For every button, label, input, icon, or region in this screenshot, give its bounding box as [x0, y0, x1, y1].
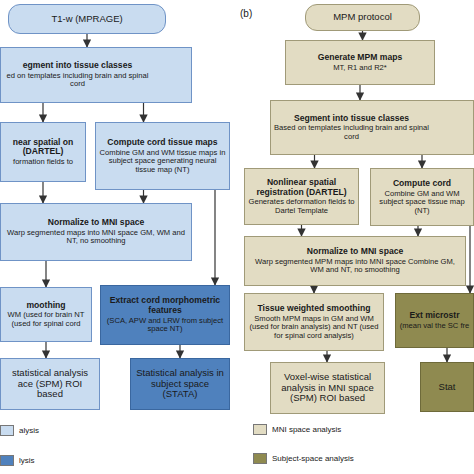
- flow-arrow: [417, 226, 418, 236]
- flow-arrow: [86, 34, 87, 47]
- process-box: Extract cord morphometric features (SCA, …: [100, 285, 230, 345]
- process-box: Nonlinear spatial registration (DARTEL)G…: [244, 168, 359, 225]
- box-text: Warp segmented MPM maps into MNI space C…: [248, 258, 462, 275]
- process-box: Stat: [420, 362, 474, 412]
- legend-swatch: [253, 424, 267, 435]
- box-text: Stat: [439, 382, 456, 393]
- box-heading: egment into tissue classes: [23, 61, 132, 71]
- box-text: Statistical analysis in subject space (S…: [134, 368, 226, 400]
- panel-label: (b): [240, 8, 252, 19]
- process-box: egment into tissue classesed on template…: [0, 47, 192, 103]
- box-text: MPM protocol: [333, 12, 392, 23]
- process-box: near spatial on (DARTEL)formation fields…: [0, 122, 86, 182]
- process-box: Normalize to MNI spaceWarp segmented map…: [0, 203, 192, 261]
- box-heading: Compute cord: [393, 179, 451, 189]
- box-text: Voxel-wise statistical analysis in MNI s…: [274, 372, 381, 404]
- flow-arrow: [179, 345, 180, 358]
- box-heading: Tissue weighted smoothing: [257, 304, 370, 314]
- box-text: Warp segmented maps into MNI space GM, W…: [4, 229, 188, 246]
- legend-row: lysis: [0, 455, 35, 466]
- flow-arrow: [421, 155, 422, 168]
- box-text: Smooth MPM maps in GM and WM (used for b…: [248, 315, 380, 341]
- legend-swatch: [0, 455, 14, 466]
- flow-arrow: [42, 182, 43, 203]
- box-text: formation fields to: [13, 158, 73, 167]
- box-heading: Compute cord tissue maps: [107, 138, 217, 148]
- flow-arrow: [301, 225, 302, 236]
- flow-arrow: [143, 190, 144, 203]
- box-heading: Extract cord morphometric features: [104, 296, 226, 315]
- flow-arrow: [45, 342, 46, 358]
- flow-arrow: [143, 103, 144, 122]
- box-text: T1-w (MPRAGE): [51, 14, 122, 25]
- box-text: (mean val the SC fre: [400, 322, 470, 331]
- process-box: moothingWM (used for brain NT (used for …: [0, 287, 92, 342]
- start-box: MPM protocol: [305, 4, 420, 31]
- process-box: Ext microstr(mean val the SC fre: [395, 293, 474, 348]
- start-box: T1-w (MPRAGE): [8, 4, 166, 34]
- process-box: Compute cord tissue mapsCombine GM and W…: [95, 122, 230, 190]
- legend-row: alysis: [0, 425, 39, 436]
- box-text: MT, R1 and R2*: [333, 64, 387, 73]
- box-text: Combine GM and WM tissue maps in subject…: [99, 149, 226, 175]
- box-heading: near spatial on (DARTEL): [4, 138, 82, 157]
- flow-arrow: [469, 226, 470, 293]
- legend-swatch: [253, 453, 267, 464]
- legend-row: MNI space analysis: [253, 424, 341, 435]
- process-box: Compute cordCombine GM and WM subject sp…: [370, 168, 474, 226]
- flow-arrow: [45, 261, 46, 287]
- process-box: statistical analysis ace (SPM) ROI based: [0, 358, 100, 410]
- box-heading: Normalize to MNI space: [48, 218, 144, 228]
- flow-arrow: [214, 190, 215, 285]
- box-heading: moothing: [26, 301, 65, 311]
- box-text: statistical analysis ace (SPM) ROI based: [4, 368, 96, 400]
- flow-arrow: [359, 85, 360, 100]
- process-box: Segment into tissue classesBased on temp…: [270, 100, 474, 155]
- flow-arrow: [446, 348, 447, 362]
- flow-arrow: [314, 155, 315, 168]
- flow-arrow: [42, 103, 43, 122]
- flow-arrow: [326, 351, 327, 362]
- process-box: Normalize to MNI spaceWarp segmented MPM…: [244, 236, 466, 286]
- flow-arrow: [313, 286, 314, 293]
- legend-text: lysis: [19, 456, 35, 465]
- box-heading: Normalize to MNI space: [307, 247, 403, 257]
- legend-text: MNI space analysis: [272, 425, 341, 434]
- process-box: Tissue weighted smoothingSmooth MPM maps…: [244, 293, 384, 351]
- legend-row: Subject-space analysis: [253, 453, 354, 464]
- legend-text: alysis: [19, 426, 39, 435]
- box-text: WM (used for brain NT (used for spinal c…: [4, 311, 88, 328]
- box-text: Based on templates including brain and s…: [274, 124, 429, 141]
- box-heading: Ext microstr: [409, 311, 459, 321]
- box-text: (SCA, APW and LRW from subject space NT): [104, 317, 226, 334]
- box-heading: Segment into tissue classes: [294, 114, 409, 124]
- box-heading: Generate MPM maps: [318, 53, 403, 63]
- process-box: Statistical analysis in subject space (S…: [130, 358, 230, 410]
- flow-arrow: [362, 31, 363, 40]
- box-text: ed on templates including brain and spin…: [4, 72, 151, 89]
- legend-swatch: [0, 425, 14, 436]
- box-heading: Nonlinear spatial registration (DARTEL): [248, 178, 355, 197]
- legend-text: Subject-space analysis: [272, 454, 354, 463]
- box-text: Generates deformation fields to Dartel T…: [248, 198, 355, 215]
- box-text: Combine GM and WM subject space tissue m…: [374, 190, 470, 216]
- process-box: Voxel-wise statistical analysis in MNI s…: [270, 362, 385, 414]
- process-box: Generate MPM mapsMT, R1 and R2*: [285, 40, 435, 85]
